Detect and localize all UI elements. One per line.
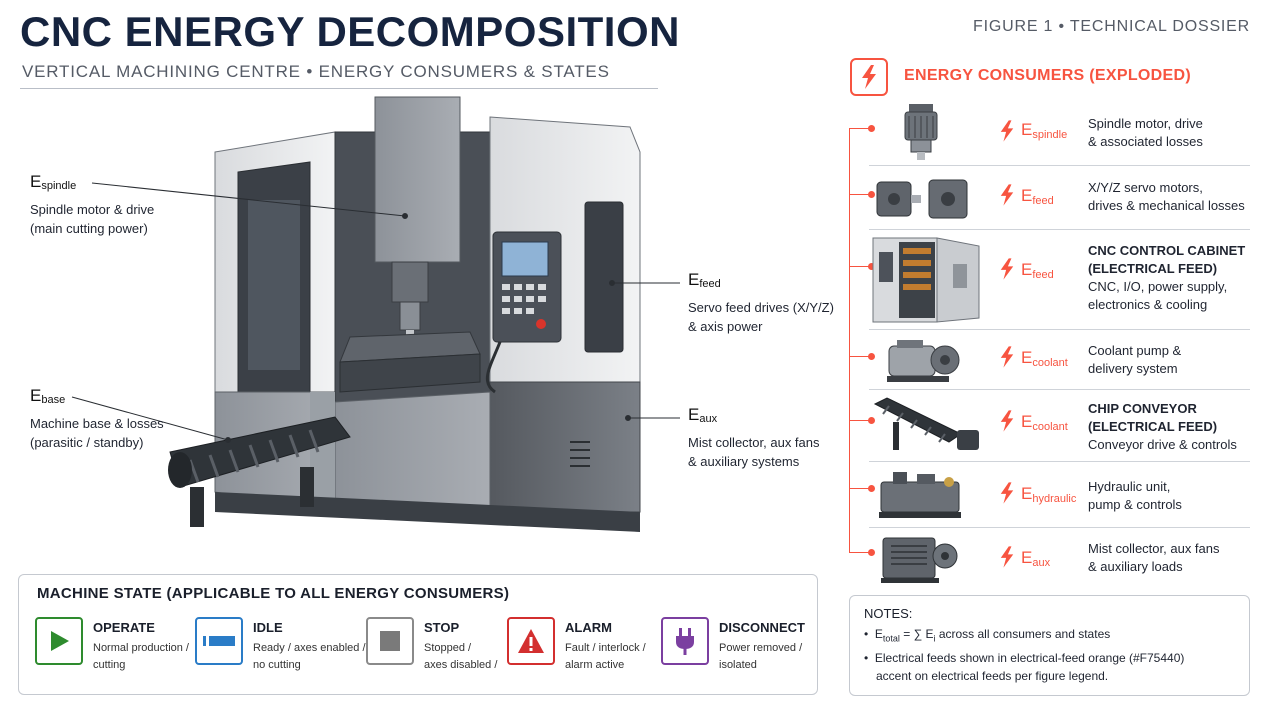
state-stop-desc: Stopped /axes disabled / [424, 642, 498, 671]
coolant-pump-icon [887, 340, 960, 382]
callout-spindle-symbol: Espindle [30, 172, 77, 192]
consumer-symbol-aux: Eaux [1021, 548, 1051, 569]
callout-base-line1: Machine base & losses [30, 416, 164, 431]
electrical-feed-icon [1000, 546, 1014, 568]
state-idle-label: IDLE [253, 620, 283, 635]
electrical-feed-icon [1000, 258, 1014, 280]
electrical-feed-icon [1000, 482, 1014, 504]
consumer-symbol-control-cabinet: Efeed [1021, 260, 1054, 281]
spindle-motor-icon [904, 104, 938, 160]
consumer-symbol-hydraulic: Ehydraulic [1021, 484, 1077, 505]
machine-state-panel: MACHINE STATE (APPLICABLE TO ALL ENERGY … [18, 574, 818, 695]
note-accent-legend: accent on electrical feeds per figure le… [876, 669, 1109, 683]
callout-base-line2: (parasitic / standby) [30, 435, 144, 450]
chip-conveyor-icon [873, 397, 979, 450]
electrical-feed-icon [1000, 120, 1014, 142]
electrical-feed-icon [1000, 410, 1014, 432]
consumer-symbol-chip-conveyor: Ecoolant [1021, 412, 1068, 433]
consumer-row-hydraulic: Ehydraulic Hydraulic unit,pump & control… [849, 462, 1250, 528]
state-alarm-label: ALARM [565, 620, 612, 635]
page-subtitle: VERTICAL MACHINING CENTRE • ENERGY CONSU… [22, 62, 610, 81]
figure-tag: FIGURE 1 • TECHNICAL DOSSIER [973, 18, 1250, 35]
callout-aux-symbol: Eaux [688, 405, 718, 425]
consumer-desc-feed-servo: X/Y/Z servo motors,drives & mechanical l… [1088, 180, 1245, 213]
consumer-desc-hydraulic: Hydraulic unit,pump & controls [1088, 479, 1182, 512]
idle-bar-icon [195, 617, 243, 665]
electrical-feed-icon [1000, 346, 1014, 368]
consumers-connector-line [849, 128, 850, 553]
control-cabinet-icon [872, 237, 980, 323]
callout-aux-line1: Mist collector, aux fans [688, 435, 820, 450]
electrical-feed-icon [1000, 184, 1014, 206]
consumer-symbol-feed-servo: Efeed [1021, 186, 1054, 207]
stop-square-icon [366, 617, 414, 665]
callout-feed-line2: & axis power [688, 319, 763, 334]
state-operate-label: OPERATE [93, 620, 155, 635]
state-disconnect-label: DISCONNECT [719, 620, 805, 635]
note-total-formula: • Etotal = ∑ Ei across all consumers and… [864, 627, 1111, 644]
notes-box: NOTES: • Etotal = ∑ Ei across all consum… [849, 595, 1250, 696]
state-operate-desc: Normal production /cutting [93, 642, 189, 671]
state-stop: STOP Stopped /axes disabled / [366, 617, 506, 673]
note-electrical-feeds: • Electrical feeds shown in electrical-f… [864, 651, 1185, 665]
hydraulic-unit-icon [879, 472, 961, 518]
consumer-row-spindle: Espindle Spindle motor, drive& associate… [849, 98, 1250, 166]
callout-base-symbol: Ebase [30, 386, 66, 406]
state-idle: IDLE Ready / axes enabled /no cutting [195, 617, 366, 673]
servo-motors-icon [876, 179, 968, 219]
consumer-desc-chip-conveyor: CHIP CONVEYOR (ELECTRICAL FEED) Conveyor… [1088, 401, 1237, 452]
callout-feed-symbol: Efeed [688, 270, 721, 290]
energy-consumers-title: ENERGY CONSUMERS (EXPLODED) [904, 67, 1191, 84]
state-alarm-desc: Fault / interlock /alarm active [565, 642, 646, 671]
state-operate: OPERATE Normal production /cutting [35, 617, 195, 673]
state-disconnect-desc: Power removed /isolated [719, 642, 803, 671]
callout-feed-line1: Servo feed drives (X/Y/Z) [688, 300, 834, 315]
consumer-row-chip-conveyor: Ecoolant CHIP CONVEYOR (ELECTRICAL FEED)… [849, 390, 1250, 462]
callout-aux-line2: & auxiliary systems [688, 454, 800, 469]
play-icon [35, 617, 83, 665]
state-alarm: ALARM Fault / interlock /alarm active [507, 617, 657, 673]
page-title: CNC ENERGY DECOMPOSITION [20, 8, 680, 55]
consumer-row-control-cabinet: Efeed CNC CONTROL CABINET (ELECTRICAL FE… [849, 230, 1250, 330]
callout-spindle-line1: Spindle motor & drive [30, 202, 155, 217]
notes-title: NOTES: [864, 606, 913, 621]
warning-icon [507, 617, 555, 665]
callout-base: Ebase Machine base & losses (parasitic /… [30, 386, 164, 452]
consumer-symbol-spindle: Espindle [1021, 120, 1068, 141]
subtitle-divider [20, 88, 658, 89]
consumer-desc-aux: Mist collector, aux fans& auxiliary load… [1088, 541, 1220, 574]
callout-spindle: Espindle Spindle motor & drive (main cut… [30, 172, 154, 238]
callout-spindle-line2: (main cutting power) [30, 221, 148, 236]
state-disconnect: DISCONNECT Power removed /isolated [661, 617, 811, 673]
mist-collector-icon [881, 537, 958, 583]
consumer-symbol-coolant: Ecoolant [1021, 348, 1068, 369]
consumer-desc-spindle: Spindle motor, drive& associated losses [1088, 116, 1203, 149]
consumer-row-feed-servo: Efeed X/Y/Z servo motors,drives & mechan… [849, 166, 1250, 230]
state-idle-desc: Ready / axes enabled /no cutting [253, 642, 366, 671]
machine-state-title: MACHINE STATE (APPLICABLE TO ALL ENERGY … [37, 585, 510, 602]
callout-feed: Efeed Servo feed drives (X/Y/Z) & axis p… [688, 270, 834, 336]
consumer-desc-control-cabinet: CNC CONTROL CABINET (ELECTRICAL FEED) CN… [1088, 243, 1246, 312]
consumer-row-coolant: Ecoolant Coolant pump &delivery system [849, 330, 1250, 390]
lightning-icon [850, 58, 888, 96]
consumer-row-aux: Eaux Mist collector, aux fans& auxiliary… [849, 528, 1250, 590]
state-stop-label: STOP [424, 620, 460, 635]
callout-aux: Eaux Mist collector, aux fans & auxiliar… [688, 405, 820, 471]
machining-centre-illustration [168, 96, 641, 532]
plug-icon [661, 617, 709, 665]
consumer-desc-coolant: Coolant pump &delivery system [1088, 343, 1182, 376]
